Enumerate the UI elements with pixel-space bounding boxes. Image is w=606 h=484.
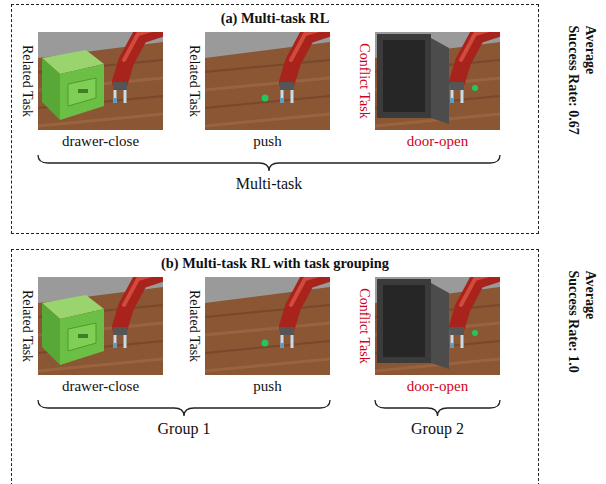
task-name: push (205, 378, 330, 395)
task-name: drawer-close (38, 378, 163, 395)
task-scene: Conflict Taskdoor-open (353, 32, 500, 156)
task-name: push (205, 133, 330, 150)
panel-title: (a) Multi-task RL (12, 10, 538, 27)
task-name: door-open (375, 133, 500, 150)
group-label: Group 1 (158, 420, 211, 438)
task-name: door-open (375, 378, 500, 395)
task-image (375, 26, 507, 130)
task-scene: Conflict Taskdoor-open (353, 277, 500, 401)
curly-brace (375, 400, 500, 416)
task-scene: Related Taskpush (183, 32, 330, 156)
group-label: Group 2 (411, 420, 464, 438)
task-scene: Related Taskpush (183, 277, 330, 401)
task-relation-label: Related Task (19, 45, 35, 117)
dashed-panel: (b) Multi-task RL with task groupingAver… (12, 250, 538, 484)
curly-brace (38, 155, 500, 171)
task-name: drawer-close (38, 133, 163, 150)
task-relation-label: Related Task (186, 290, 202, 362)
task-relation-label: Related Task (19, 290, 35, 362)
panel-title: (b) Multi-task RL with task grouping (12, 255, 538, 272)
task-relation-label: Related Task (186, 45, 202, 117)
dashed-panel: (a) Multi-task RLAverage Success Rate: 0… (12, 5, 538, 233)
curly-brace (38, 400, 330, 416)
task-scene: Related Taskdrawer-close (16, 32, 163, 156)
group-label: Multi-task (236, 175, 303, 193)
task-image (375, 271, 507, 375)
task-relation-label: Conflict Task (356, 288, 372, 363)
task-scene: Related Taskdrawer-close (16, 277, 163, 401)
success-rate-label: Average Success Rate: 1.0 (564, 271, 598, 386)
task-image (38, 26, 170, 130)
task-relation-label: Conflict Task (356, 43, 372, 118)
success-rate-label: Average Success Rate: 0.67 (564, 26, 598, 141)
task-image (205, 271, 337, 375)
task-image (205, 26, 337, 130)
task-image (38, 271, 170, 375)
